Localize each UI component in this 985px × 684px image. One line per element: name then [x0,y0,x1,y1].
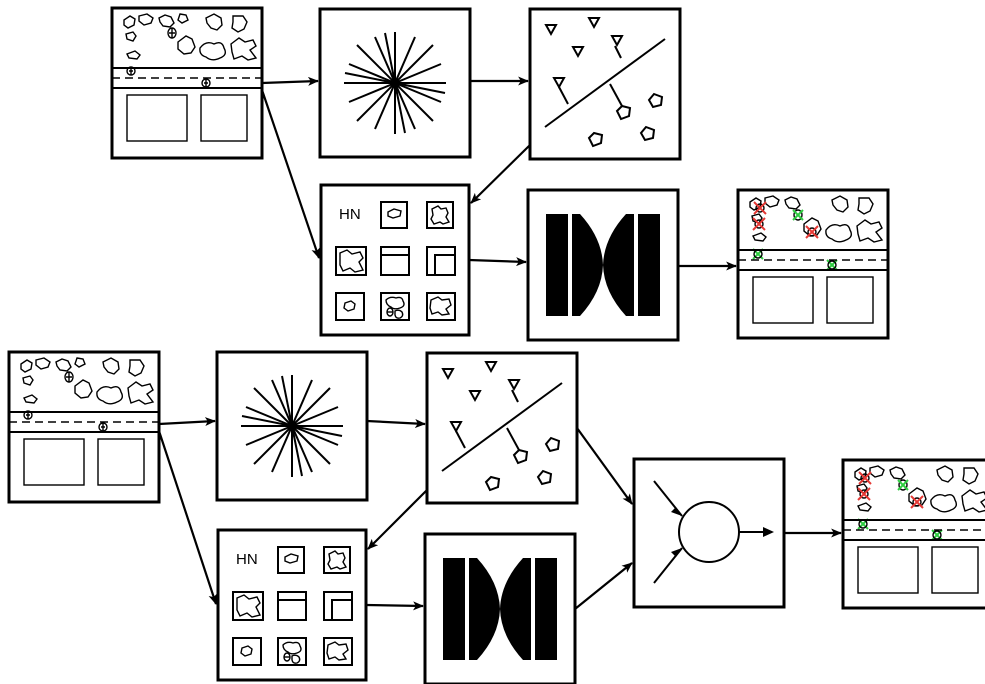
edge-hn-to-model-bottom [365,601,424,611]
hard-negative-grid-icon [319,183,471,337]
feature-extractor-bottom [215,350,369,502]
edge-scene-to-hn-bottom [157,430,218,605]
starburst-icon [215,350,369,502]
svm-hyperplane-icon [528,7,682,161]
retrained-model-top [526,188,680,342]
input-scene-bottom [7,350,161,504]
retrained-model-bottom [423,532,577,684]
annotated-scene-icon [736,188,890,340]
edge-hn-to-model-top [468,257,527,267]
annotated-scene-icon [841,458,985,610]
output-scene-top [736,188,890,340]
classifier-bottom [425,351,579,505]
edge-scene-to-features-bottom [158,417,216,427]
starburst-icon [318,7,472,159]
edge-classifier-to-hn-top [470,144,531,204]
pipeline-bottom [7,350,985,684]
feature-extractor-top [318,7,472,159]
hard-negatives-bottom [216,528,368,682]
svm-hyperplane-icon [425,351,579,505]
filter-block-icon [423,532,577,684]
fusion-node-icon [632,457,786,609]
edge-scene-to-hn-top [260,89,321,259]
filter-block-icon [526,188,680,342]
input-scene-top [110,6,264,160]
edge-classifier-to-hn-bottom [367,489,428,550]
output-scene-bottom [841,458,985,610]
edge-scene-to-features-top [261,76,319,86]
classifier-top [528,7,682,161]
detection-scene-icon [110,6,264,160]
detection-scene-icon [7,350,161,504]
edge-classifier-to-fusion-bottom [576,427,633,505]
pipeline-top [110,6,890,342]
hard-negative-grid-icon [216,528,368,682]
fusion-node-bottom [632,457,786,609]
edge-features-to-classifier-bottom [366,418,426,428]
edge-model-to-fusion-bottom [574,562,633,610]
hard-negatives-top [319,183,471,337]
